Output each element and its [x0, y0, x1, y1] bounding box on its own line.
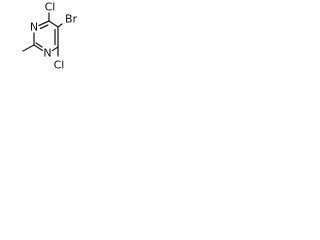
bond-n3-c4	[38, 20, 50, 27]
ring-bonds	[33, 20, 59, 52]
bond-c5-br	[57, 23, 63, 28]
bond-n3-c4-inner	[39, 24, 49, 30]
bond-n1-c2	[33, 44, 44, 52]
bond-n1-c2-inner	[35, 42, 43, 48]
atom-label-br: Br	[65, 13, 78, 26]
chemical-structure-diagram: Cl Br N N Cl	[22, 1, 78, 72]
bond-c2-methyl	[22, 44, 35, 52]
atom-label-cl-top: Cl	[45, 1, 56, 14]
bond-c4-c5	[48, 20, 59, 28]
substituent-bonds	[22, 12, 63, 57]
atom-label-n-upper: N	[30, 21, 38, 34]
bond-c6-n1	[51, 46, 59, 52]
atom-label-cl-bottom: Cl	[54, 59, 65, 72]
atom-labels: Cl Br N N Cl	[30, 1, 78, 72]
atom-label-n-lower: N	[43, 47, 51, 60]
